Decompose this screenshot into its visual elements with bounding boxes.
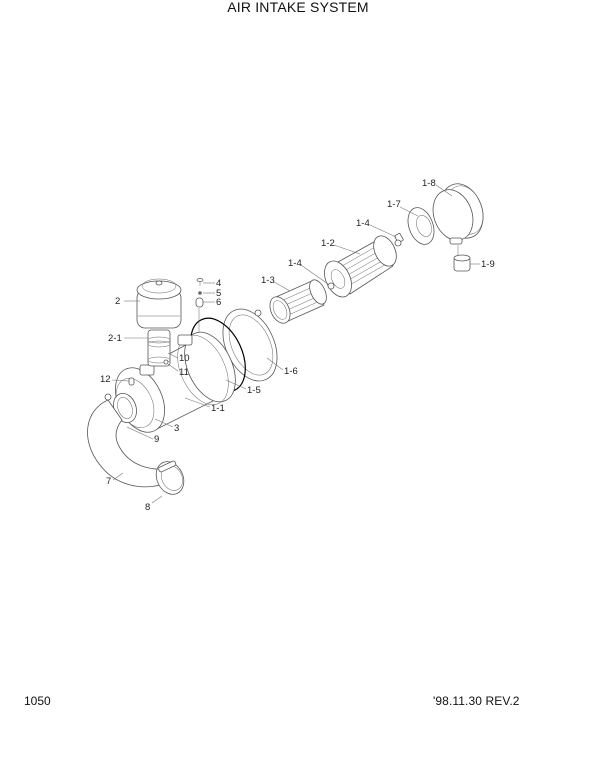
part-wing-nut-upper — [394, 233, 404, 247]
callout-11: 11 — [179, 367, 189, 378]
title-text: AIR INTAKE SYSTEM — [227, 0, 369, 15]
part-seal-ring — [407, 207, 435, 245]
part-precleaner — [136, 278, 182, 329]
callout-1-8: 1-8 — [422, 178, 436, 189]
callout-1-3: 1-3 — [261, 275, 275, 286]
callout-1-2: 1-2 — [321, 238, 335, 249]
part-indicator — [128, 377, 135, 386]
part-elbow-hose — [87, 393, 185, 495]
callout-10: 10 — [179, 353, 190, 364]
part-adapter — [147, 329, 171, 367]
part-inner-filter — [269, 279, 327, 324]
leader-lines — [111, 184, 480, 504]
part-small-hardware — [195, 278, 204, 332]
part-clamp-ring — [222, 308, 278, 382]
callout-5: 5 — [216, 288, 221, 299]
part-dust-valve — [453, 245, 471, 272]
callout-6: 6 — [216, 297, 221, 308]
callout-7: 7 — [106, 476, 111, 487]
callout-1-1: 1-1 — [211, 403, 225, 414]
part-outer-filter — [324, 235, 397, 298]
callout-4: 4 — [216, 278, 221, 289]
part-end-cover — [432, 183, 484, 245]
callout-3: 3 — [174, 423, 179, 434]
page-number: 1050 — [24, 694, 51, 708]
callout-2-1: 2-1 — [108, 333, 122, 344]
callout-1-9: 1-9 — [481, 259, 495, 270]
callout-8: 8 — [145, 502, 150, 513]
revision-date: '98.11.30 REV.2 — [433, 694, 520, 708]
callout-1-6: 1-6 — [284, 366, 298, 377]
callout-1-5: 1-5 — [247, 385, 261, 396]
callout-1-4-lower: 1-4 — [288, 258, 302, 269]
callout-9: 9 — [154, 434, 159, 445]
callout-2: 2 — [115, 296, 120, 307]
page-title: AIR INTAKE SYSTEM — [0, 0, 600, 14]
callout-1-7: 1-7 — [387, 199, 401, 210]
callout-12: 12 — [100, 374, 111, 385]
callout-1-4-upper: 1-4 — [356, 218, 370, 229]
